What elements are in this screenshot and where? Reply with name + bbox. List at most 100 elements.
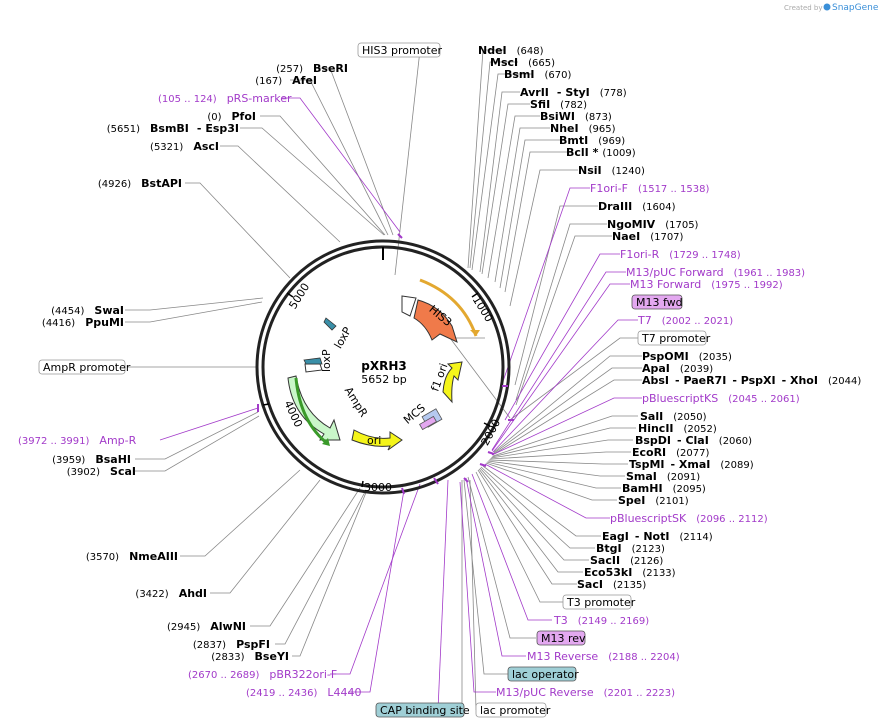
primer-markers [257, 233, 514, 495]
primer-label: T7(2002 .. 2021) [637, 314, 733, 327]
enzyme-label: BspDI- ClaI(2060) [635, 434, 752, 447]
t7-promoter-box [637, 330, 707, 346]
enzyme-label: SfiI(782) [530, 98, 587, 111]
enzyme-label: SmaI(2091) [626, 470, 700, 483]
enzyme-label: NaeI(1707) [612, 230, 684, 243]
primer-label: pBluescriptSK(2096 .. 2112) [610, 512, 768, 525]
ampr-label: AmpR [342, 385, 371, 420]
enzyme-label: BsiWI(873) [540, 110, 612, 123]
enzyme-label: NheI(965) [550, 122, 616, 135]
loxp-label-2: loxP [320, 349, 333, 372]
enzyme-label: BsmI(670) [504, 68, 571, 81]
enzyme-label: NsiI(1240) [578, 164, 645, 177]
his3-promoter-arrow [401, 295, 417, 317]
m13-fwd-text: M13 fwd [636, 296, 683, 309]
primer-label: (105 .. 124)pRS-marker [158, 92, 292, 105]
enzyme-label: AbsI- PaeR7I- PspXI- XhoI(2044) [642, 374, 861, 387]
primer-label: (2419 .. 2436)L4440 [246, 686, 362, 699]
enzyme-label: (2833)BseYI [211, 650, 289, 663]
enzyme-label: NgoMIV(1705) [607, 218, 699, 231]
enzyme-label: EcoRI(2077) [632, 446, 710, 459]
tick-1000: 1000 [470, 294, 496, 325]
m13-fwd-box [631, 294, 683, 310]
watermark-text: Created by [784, 4, 823, 12]
mcs-block [419, 408, 443, 431]
tick-3000: 3000 [364, 481, 392, 494]
loxp-marker-1 [303, 357, 323, 365]
ampr-orf-arc [294, 377, 329, 446]
primer-label: (3972 .. 3991)Amp-R [18, 434, 137, 447]
enzyme-label: AvrII- StyI(778) [520, 86, 627, 99]
f1-ori-arrow [442, 361, 463, 404]
his3-promoter-box [357, 42, 441, 58]
enzyme-label: (3902)ScaI [67, 465, 136, 478]
primer-label: M13 Forward(1975 .. 1992) [630, 278, 783, 291]
primer-label: F1ori-R(1729 .. 1748) [620, 248, 741, 261]
enzyme-label: (167)AfeI [255, 74, 317, 87]
snapgene-logo-icon [823, 3, 831, 11]
enzyme-label: BmtI(969) [559, 134, 625, 147]
t3-promoter-text: T3 promoter [566, 596, 636, 609]
primer-label: (2670 .. 2689)pBR322ori-F [188, 668, 337, 681]
primer-label: M13 Reverse(2188 .. 2204) [527, 650, 680, 663]
enzyme-label: EagI- NotI(2114) [602, 530, 713, 543]
enzyme-label: DraIII(1604) [598, 200, 676, 213]
ampr-promoter-box [38, 359, 126, 375]
primer-label: M13/pUC Reverse(2201 .. 2223) [496, 686, 675, 699]
primer-labels: (105 .. 124)pRS-marker F1ori-F(1517 .. 1… [18, 92, 805, 699]
primer-label: pBluescriptKS(2045 .. 2061) [642, 392, 800, 405]
enzyme-label: BclI *(1009) [566, 146, 636, 159]
primer-label: F1ori-F(1517 .. 1538) [590, 182, 709, 195]
enzyme-label: BamHI(2095) [622, 482, 706, 495]
t3-promoter-box [562, 594, 632, 610]
backbone-outer [255, 239, 511, 495]
enzyme-label: (3959)BsaHI [52, 453, 131, 466]
tick-5000: 5000 [286, 281, 312, 312]
his3-arrow [413, 299, 458, 343]
enzyme-label: BtgI(2123) [596, 542, 665, 555]
enzyme-label: HincII(2052) [638, 422, 717, 435]
enzyme-connector-lines [125, 49, 642, 711]
loxp-label-1: loxP [332, 325, 355, 351]
primer-label: T3(2149 .. 2169) [553, 614, 649, 627]
cap-site-box [375, 702, 465, 718]
lac-operator-text: lac operator [512, 668, 579, 681]
enzymes-right: NdeI(648) MscI(665) BsmI(670) AvrII- Sty… [478, 44, 861, 591]
enzyme-label: (4416)PpuMI [42, 316, 124, 329]
cap-site-text: CAP binding site [380, 704, 470, 717]
his3-promoter-text: HIS3 promoter [362, 44, 443, 57]
enzyme-label: SpeI(2101) [618, 494, 689, 507]
enzyme-label: (2837)PspFI [193, 638, 270, 651]
enzyme-label: (2945)AlwNI [167, 620, 246, 633]
enzyme-label: (3570)NmeAIII [86, 550, 178, 563]
enzyme-label: SalI(2050) [640, 410, 707, 423]
primer-connector-lines [159, 97, 642, 711]
enzyme-label: NdeI(648) [478, 44, 544, 57]
enzyme-label: TspMI- XmaI(2089) [629, 458, 754, 471]
enzyme-label: (3422)AhdI [135, 587, 207, 600]
ori-label: ori [367, 434, 381, 447]
ampr-orf-arrowhead [322, 438, 330, 446]
enzyme-label: PspOMI(2035) [642, 350, 732, 363]
enzyme-label: (5651)BsmBI- Esp3I [107, 122, 239, 135]
boxed-labels: HIS3 promoter M13 fwd T7 promoter AmpR p… [38, 42, 711, 718]
enzyme-label: SacI(2135) [577, 578, 646, 591]
primer-label: M13/pUC Forward(1961 .. 1983) [626, 266, 805, 279]
enzyme-label: (0)PfoI [207, 110, 256, 123]
enzyme-label: ApaI(2039) [642, 362, 713, 375]
lac-promoter-box [475, 702, 547, 718]
his3-orf-arc [419, 278, 478, 337]
enzyme-label: (4926)BstAPI [98, 177, 182, 190]
m13-rev-text: M13 rev [541, 632, 586, 645]
enzyme-label: (5321)AscI [150, 140, 219, 153]
map-name: pXRH3 [361, 359, 406, 373]
loxp-marker-2 [323, 317, 337, 331]
ampr-promoter-text: AmpR promoter [43, 361, 131, 374]
enzyme-label: (4454)SwaI [51, 304, 124, 317]
ori-arrow [351, 429, 403, 451]
his3-orf-arrowhead [470, 330, 480, 336]
enzyme-label: MscI(665) [490, 56, 555, 69]
lac-operator-box [507, 666, 577, 682]
map-size: 5652 bp [361, 373, 406, 386]
